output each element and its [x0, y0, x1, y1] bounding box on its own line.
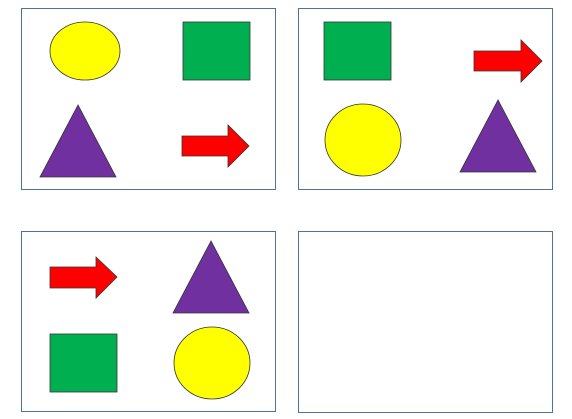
square-shape — [182, 21, 251, 81]
triangle-shape — [172, 240, 250, 314]
arrow-shape — [181, 124, 250, 168]
triangle-shape — [459, 99, 537, 173]
circle-shape — [173, 326, 251, 400]
panel-3-shapes — [49, 240, 251, 400]
arrow-shape — [49, 256, 118, 299]
puzzle-panel-2 — [298, 8, 553, 190]
panel-2-shapes — [323, 21, 543, 177]
arrow-shape — [473, 39, 543, 83]
puzzle-panel-4-empty — [298, 231, 553, 413]
puzzle-panel-3 — [21, 231, 276, 412]
circle-shape — [324, 103, 402, 177]
square-shape — [323, 21, 392, 81]
panel-1-shapes — [39, 21, 251, 178]
circle-shape — [49, 21, 121, 81]
triangle-shape — [39, 104, 117, 178]
puzzle-panel-1 — [21, 8, 276, 190]
square-shape — [49, 333, 118, 393]
